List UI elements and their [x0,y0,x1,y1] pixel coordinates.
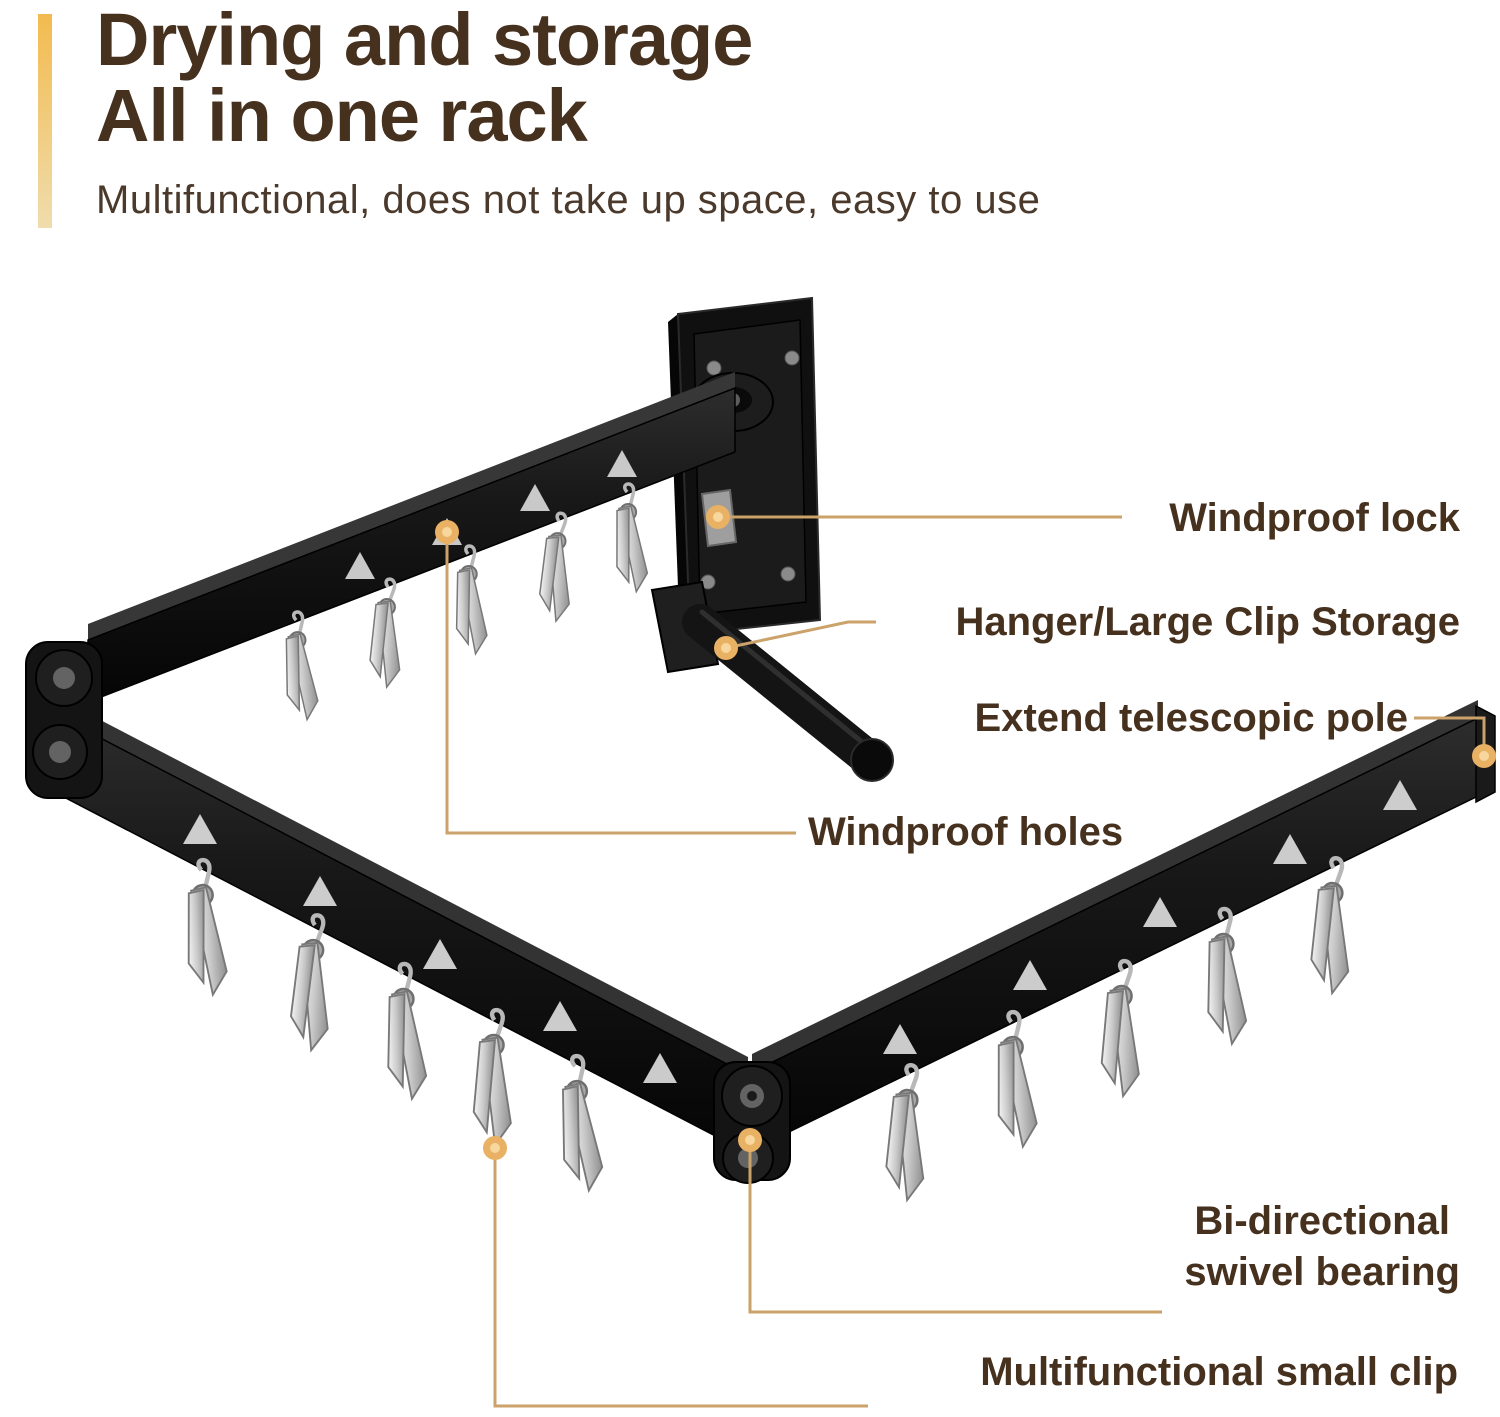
left-hinge [25,641,103,799]
front-rail [61,700,749,1155]
callout-label-small-clip: Multifunctional small clip [980,1350,1458,1394]
header: Drying and storage All in one rack Multi… [96,0,1041,223]
callout-line-swivel-bearing [748,1140,1162,1314]
corner-swivel-hinge [713,1061,791,1184]
callout-dots [435,505,1496,1160]
callout-dot-small-clip [483,1136,507,1160]
accent-bar [38,14,52,228]
clothes-clip-icon [1310,857,1355,994]
clothes-clip-icon [1205,908,1247,1044]
clothes-clip-icon [536,510,578,624]
right-rail [751,700,1496,1152]
clothes-clip-icon [385,963,427,1099]
callout-line-telescopic-pole [1414,716,1486,756]
clothes-clip-icon [885,1064,930,1201]
callout-label-swivel-bearing: Bi-directional swivel bearing [1184,1196,1460,1298]
callout-label-windproof-lock: Windproof lock [1169,496,1460,540]
windproof-holes-front-rail [183,814,677,1083]
clothes-clip-icon [366,576,407,690]
clothes-clip-icon [993,1011,1038,1148]
windproof-holes-right-rail [883,780,1417,1054]
pole-end-cap [850,738,894,782]
callout-line-small-clip [493,1148,868,1408]
swivel-bearing-line-1: Bi-directional [1194,1199,1450,1243]
clothes-clip-icon [452,543,490,657]
callout-label-telescopic-pole: Extend telescopic pole [974,696,1408,740]
callout-dot-telescopic-pole [1472,744,1496,768]
callout-label-windproof-holes: Windproof holes [808,810,1124,854]
clothes-clip-icon [557,1055,604,1192]
page-title: Drying and storage All in one rack [96,0,1040,158]
callout-dot-hanger-storage [714,636,738,660]
subtitle: Multifunctional, does not take up space,… [96,178,1041,223]
callout-line-hanger-storage [725,620,876,650]
callout-line-windproof-holes [445,532,796,835]
clothes-clip-icon [1101,960,1143,1096]
title-line-2: All in one rack [96,74,588,158]
clothes-clip-icon [279,609,321,723]
callout-dot-swivel-bearing [738,1128,762,1152]
callout-label-hanger-storage: Hanger/Large Clip Storage [955,600,1460,644]
swivel-bearing-line-2: swivel bearing [1184,1250,1460,1295]
clothes-clip-icon [610,481,651,595]
mount-screws [700,350,800,590]
callout-dot-windproof-holes [435,520,459,544]
clothes-clip-icon [473,1009,515,1145]
callout-dot-windproof-lock [706,505,730,529]
title-line-1: Drying and storage [96,0,753,81]
